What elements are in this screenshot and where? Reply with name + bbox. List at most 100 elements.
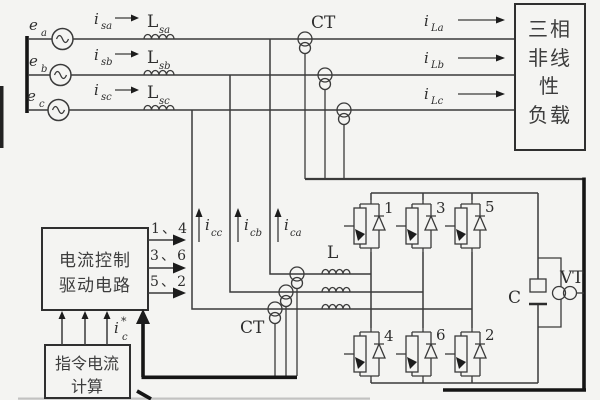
gate-signal-52: 5、2: [148, 274, 186, 299]
ac-source-b: [49, 63, 72, 87]
comp-line-b: [229, 75, 423, 293]
icb-arrow-icon: [234, 208, 242, 217]
label-iLb: i Lb: [424, 49, 505, 71]
isa-arrow-icon: [131, 14, 139, 22]
label-ref-current: i * c: [114, 315, 128, 343]
svg-text:5、2: 5、2: [150, 274, 186, 290]
svg-text:i: i: [94, 10, 99, 28]
igbt-6: [395, 327, 438, 381]
inductor-Lsa: [143, 33, 175, 40]
switch-number-4: 4: [384, 327, 394, 345]
label-ica: i ca: [274, 208, 302, 242]
svg-text:负载: 负载: [528, 103, 572, 127]
gate-arrow-icon-2: [173, 262, 186, 274]
ct-top-c: [336, 102, 352, 179]
filter-inductor-c: [321, 303, 351, 310]
bridge-leg-3: [444, 193, 487, 383]
svg-text:i: i: [284, 216, 289, 234]
switch-number-6: 6: [436, 326, 446, 344]
igbt-2: [444, 327, 487, 381]
svg-text:sc: sc: [159, 96, 170, 107]
switch-number-1: 1: [384, 199, 394, 217]
svg-text:La: La: [430, 23, 444, 34]
iLa-arrow-icon: [496, 16, 505, 24]
igbt-5: [444, 199, 487, 253]
bridge-leg-1: [343, 193, 386, 383]
calc-to-control-arrows: [58, 311, 111, 345]
ct-top-a: [297, 31, 313, 179]
feedback-bus: [136, 177, 586, 400]
svg-text:sa: sa: [159, 25, 170, 36]
left-edge-artifact: [0, 86, 4, 148]
bottom-edge-artifact: [18, 397, 370, 400]
svg-text:i: i: [424, 85, 429, 103]
ac-source-c: [47, 98, 70, 122]
svg-text:e: e: [29, 16, 38, 34]
source-label-ec: e c: [27, 87, 45, 110]
svg-text:i: i: [205, 216, 210, 234]
svg-text:c: c: [39, 99, 45, 110]
switch-number-2: 2: [485, 326, 495, 344]
ct-top-label: CT: [311, 13, 336, 33]
svg-text:i: i: [244, 216, 249, 234]
up-arrow-icon-1: [58, 311, 66, 319]
svg-text:e: e: [27, 87, 36, 105]
svg-text:i: i: [94, 46, 99, 64]
svg-text:sb: sb: [101, 57, 113, 68]
label-icc: i cc: [195, 208, 223, 242]
switch-number-5: 5: [485, 198, 495, 216]
switch-number-3: 3: [436, 199, 446, 217]
filter-inductor-a: [321, 268, 351, 275]
svg-text:L: L: [147, 48, 158, 68]
svg-text:sc: sc: [101, 92, 112, 103]
up-arrow-icon-3: [103, 311, 111, 319]
gate-arrow-icon-1: [173, 234, 186, 246]
svg-text:cc: cc: [211, 228, 223, 239]
source-label-ea: e a: [29, 16, 47, 39]
ct-bottom-a: [289, 266, 305, 376]
isc-arrow-icon: [131, 86, 139, 94]
feedback-arrow: [136, 309, 297, 380]
ct-top-b: [317, 67, 333, 179]
svg-text:性: 性: [539, 74, 561, 98]
filter-inductor-label: L: [327, 243, 338, 263]
ica-arrow-icon: [274, 208, 282, 217]
svg-text:sb: sb: [159, 61, 171, 72]
svg-text:i: i: [424, 49, 429, 67]
svg-text:b: b: [41, 64, 47, 75]
gate-signal-14: 1、4: [148, 221, 187, 246]
svg-text:1、4: 1、4: [151, 221, 187, 237]
svg-text:sa: sa: [101, 21, 112, 32]
svg-text:i: i: [114, 319, 119, 337]
thick-up-arrow-icon: [136, 309, 150, 324]
calc-box: 指令电流 计算: [44, 344, 131, 399]
vt-sensor: [538, 257, 584, 328]
svg-text:Lb: Lb: [430, 60, 444, 71]
inductor-Lsb: [143, 69, 175, 76]
igbt-1: [343, 199, 386, 253]
icc-arrow-icon: [195, 208, 203, 217]
label-Lsb: L sb: [147, 48, 171, 72]
iLb-arrow-icon: [496, 54, 505, 62]
load-box: 三相 非线 性 负载: [514, 3, 586, 151]
control-box: 电流控制 驱动电路: [41, 227, 149, 311]
isb-arrow-icon: [131, 50, 139, 58]
ct-bottom-b: [278, 284, 294, 376]
svg-text:Lc: Lc: [430, 96, 444, 107]
label-icb: i cb: [234, 208, 262, 242]
label-Lsa: L sa: [147, 12, 170, 36]
svg-text:c: c: [122, 332, 128, 343]
svg-text:电流控制: 电流控制: [59, 251, 131, 271]
iLc-arrow-icon: [496, 90, 505, 98]
source-bus: [25, 36, 52, 113]
svg-text:L: L: [147, 12, 158, 32]
svg-text:ca: ca: [290, 228, 302, 239]
source-label-eb: e b: [29, 52, 47, 75]
igbt-3: [395, 199, 438, 253]
svg-text:非线: 非线: [528, 46, 572, 70]
dc-capacitor: [529, 278, 547, 306]
svg-text:3、6: 3、6: [150, 248, 186, 264]
label-iLc: i Lc: [424, 85, 505, 107]
bridge-leg-2: [395, 193, 438, 383]
